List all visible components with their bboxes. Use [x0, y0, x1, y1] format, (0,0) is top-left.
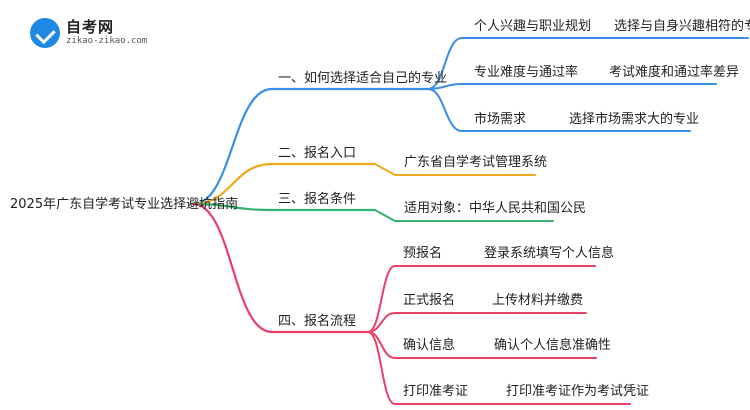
- detail-b3: 适用对象：中华人民共和国公民: [404, 201, 586, 216]
- detail-b4-0: 登录系统填写个人信息: [484, 245, 614, 261]
- detail-b1-2: 选择市场需求大的专业: [569, 111, 699, 127]
- root-connector-b1: [191, 87, 274, 206]
- detail-b2: 广东省自学考试管理系统: [404, 154, 547, 170]
- root-connector-b3: [191, 202, 274, 212]
- topic-b2: 二、报名入口: [278, 145, 356, 161]
- root-topic: 2025年广东自学考试专业选择避坑指南: [10, 196, 238, 212]
- subtopic-b4-2: 确认信息: [403, 337, 455, 353]
- connector-b1-2: [427, 88, 463, 132]
- subtopic-b4-0: 预报名: [403, 245, 442, 261]
- graduation-cap-icon: [30, 18, 60, 48]
- subtopic-b4-3: 打印准考证: [403, 384, 468, 399]
- root-connector-b4: [191, 202, 274, 334]
- connector-b2-leaf: [374, 163, 536, 176]
- logo-url: zikao-zikao.com: [66, 36, 148, 46]
- connector-b4-3: [367, 331, 396, 405]
- topic-b3: 三、报名条件: [278, 191, 356, 207]
- subtopic-b1-0: 个人兴趣与职业规划: [474, 19, 591, 34]
- connector-b3-leaf: [374, 209, 554, 222]
- root-connector-b2: [191, 162, 274, 206]
- connector-b4-0: [367, 265, 396, 333]
- subtopic-b1-1: 专业难度与通过率: [474, 64, 578, 80]
- subtopic-b1-2: 市场需求: [474, 111, 526, 127]
- detail-b1-1: 考试难度和通过率差异: [609, 64, 739, 80]
- topic-b1: 一、如何选择适合自己的专业: [278, 70, 447, 86]
- detail-b4-3: 打印准考证作为考试凭证: [506, 384, 649, 399]
- detail-b4-2: 确认个人信息准确性: [494, 337, 611, 353]
- connector-b1-0: [427, 37, 463, 90]
- topic-b4: 四、报名流程: [278, 313, 356, 329]
- site-logo[interactable]: 自考网 zikao-zikao.com: [30, 14, 150, 54]
- detail-b4-1: 上传材料并缴费: [492, 293, 583, 308]
- logo-title: 自考网: [66, 18, 115, 36]
- subtopic-b4-1: 正式报名: [403, 292, 455, 308]
